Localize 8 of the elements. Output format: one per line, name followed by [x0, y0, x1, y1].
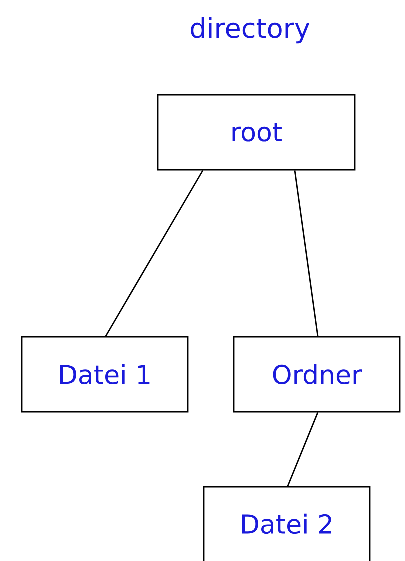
file-box: Datei 1	[21, 336, 189, 413]
file-box: root	[157, 94, 356, 171]
file-box: Ordner	[233, 336, 401, 413]
connector-line	[294, 170, 319, 336]
connector-line	[287, 412, 319, 487]
connector-line	[105, 170, 204, 337]
title: directory	[191, 17, 310, 44]
file-box: Datei 2	[203, 486, 371, 561]
